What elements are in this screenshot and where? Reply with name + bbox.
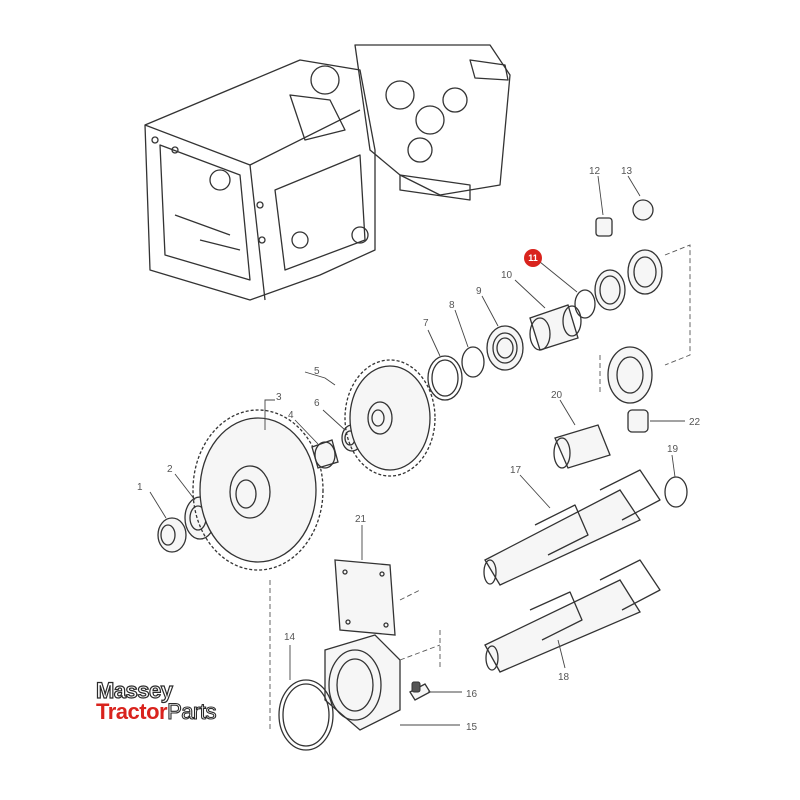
label-19: 19: [667, 444, 679, 455]
part-13-bearing: [627, 175, 663, 295]
part-12-race: [594, 175, 626, 311]
part-18-lower-shaft: [484, 559, 661, 673]
label-3: 3: [276, 392, 282, 403]
part-11-o-ring: [539, 261, 596, 319]
label-18: 18: [558, 672, 570, 683]
part-5-medium-gear: [304, 359, 436, 477]
part-15-cover: [324, 634, 460, 731]
part-4-bushing: [294, 419, 339, 469]
label-8: 8: [449, 300, 455, 311]
label-14: 14: [284, 632, 296, 643]
label-4: 4: [288, 410, 294, 421]
massey-tractor-parts-logo: Massey TractorParts: [95, 678, 217, 724]
logo-line-tractor-parts: TractorParts: [96, 699, 217, 724]
part-10-sleeve: [514, 279, 582, 351]
logo-word-parts: Parts: [167, 699, 217, 724]
label-13: 13: [621, 166, 633, 177]
part-14-o-ring: [278, 645, 334, 751]
label-22: 22: [689, 417, 701, 428]
part-20-sleeve: [553, 399, 611, 469]
part-1-cap: [149, 491, 187, 553]
label-2: 2: [167, 464, 173, 475]
part-19-snap-ring: [664, 454, 688, 508]
part-7-ring: [427, 329, 463, 401]
part-22-bearing: [607, 346, 685, 433]
label-21: 21: [355, 514, 367, 525]
label-9: 9: [476, 286, 482, 297]
logo-line-massey: Massey: [95, 678, 173, 703]
part-16-bolt: [409, 681, 462, 701]
part-8-circlip: [454, 309, 485, 378]
label-16: 16: [466, 689, 478, 700]
label-10: 10: [501, 270, 513, 281]
part-17-upper-shaft: [483, 469, 661, 586]
label-7: 7: [423, 318, 429, 329]
label-6: 6: [314, 398, 320, 409]
logo-word-tractor: Tractor: [96, 699, 168, 724]
label-11: 11: [528, 253, 538, 263]
transmission-housing: [144, 59, 376, 301]
label-20: 20: [551, 390, 563, 401]
hydraulic-block: [354, 44, 511, 201]
highlighted-part-badge[interactable]: 11: [524, 249, 542, 267]
label-1: 1: [137, 482, 143, 493]
label-12: 12: [589, 166, 601, 177]
label-5: 5: [314, 366, 320, 377]
highlight-marker: [524, 249, 542, 267]
part-labels: 1 2 3 4 5 6 7 8 9 10 12 13 14 15 16 17 1…: [137, 166, 701, 733]
label-15: 15: [466, 722, 478, 733]
label-17: 17: [510, 465, 522, 476]
part-9-bearing: [481, 295, 524, 371]
part-3-large-gear: [192, 399, 324, 571]
part-21-gasket: [334, 525, 396, 636]
